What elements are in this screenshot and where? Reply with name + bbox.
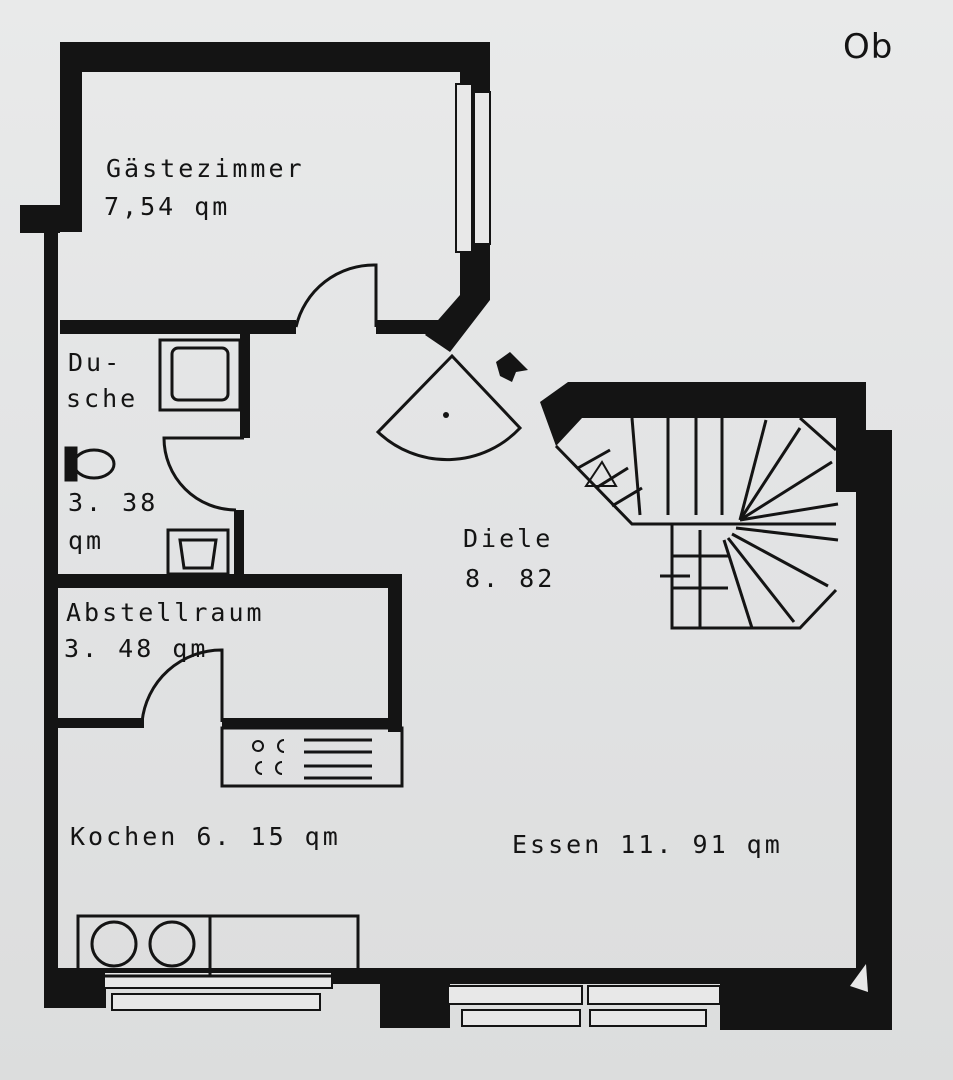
guest-room-bottom-wall-right: [376, 320, 446, 334]
room-name-dusche-line2: sche: [66, 384, 139, 413]
room-area-gaestezimmer: 7,54 qm: [104, 192, 231, 221]
storage-room-top-wall: [52, 574, 402, 588]
shower-room-right-wall-lower: [234, 510, 244, 578]
doors: [140, 263, 523, 723]
room-label-kochen: Kochen 6. 15 qm: [70, 822, 341, 851]
shower-tray-icon: [158, 338, 242, 412]
dining-window-pane-4: [589, 1009, 707, 1027]
guest-room-bottom-wall-left: [60, 320, 296, 334]
corner-mark: Ob: [843, 27, 894, 67]
room-label-essen: Essen 11. 91 qm: [512, 830, 783, 859]
entrance-door: [375, 353, 523, 462]
storage-room-bottom-wall-left: [52, 718, 144, 728]
wall-stub-left: [20, 205, 60, 233]
corner-marker: [850, 964, 868, 992]
room-name-dusche-line1: Du-: [68, 348, 123, 377]
guest-room-diagonal-wall: [425, 280, 490, 352]
shower-room-fixtures: [64, 338, 242, 576]
guest-room-door: [294, 263, 378, 328]
shower-room-door: [162, 436, 244, 512]
bottom-wall-pillar-2: [720, 984, 892, 1030]
storage-room-bottom-wall-right: [222, 718, 394, 728]
staircase-icon: [554, 416, 839, 630]
kitchen-window-pane-1: [103, 971, 333, 989]
stove-icon: [220, 726, 404, 788]
sink-icon: [76, 914, 360, 978]
washbasin-icon: [166, 528, 230, 576]
outer-wall-top: [60, 42, 490, 72]
toilet-icon: [64, 446, 116, 482]
outer-wall-left: [44, 218, 58, 1008]
stair-enclosure-top-wall: [540, 382, 866, 446]
storage-room-door: [140, 648, 224, 723]
door-handle-dot: [443, 412, 449, 418]
bottom-wall-corner-left: [44, 984, 106, 1008]
windows: [103, 83, 721, 1027]
shower-room-right-wall-upper: [240, 334, 250, 438]
room-area-diele: 8. 82: [465, 564, 556, 593]
room-name-abstellraum: Abstellraum: [66, 598, 265, 627]
room-area-dusche-line1: 3. 38: [68, 488, 159, 517]
outer-wall-right: [856, 430, 892, 1030]
dining-window-pane-3: [461, 1009, 581, 1027]
guest-room-window-pane-2: [473, 91, 491, 245]
guest-room-window-pane-1: [455, 83, 473, 253]
bottom-wall-pillar-1: [380, 984, 450, 1028]
room-area-dusche-line2: qm: [68, 526, 105, 555]
dining-window-pane-2: [587, 985, 721, 1005]
entrance-arrow-icon: [496, 352, 528, 382]
storage-room-right-wall: [388, 574, 402, 732]
dining-window-pane-1: [447, 985, 583, 1005]
room-area-abstellraum: 3. 48 qm: [64, 634, 209, 663]
kitchen-window-pane-2: [111, 993, 321, 1011]
room-name-diele: Diele: [463, 524, 554, 553]
guest-room-left-wall: [60, 42, 82, 232]
room-name-gaestezimmer: Gästezimmer: [106, 154, 305, 183]
